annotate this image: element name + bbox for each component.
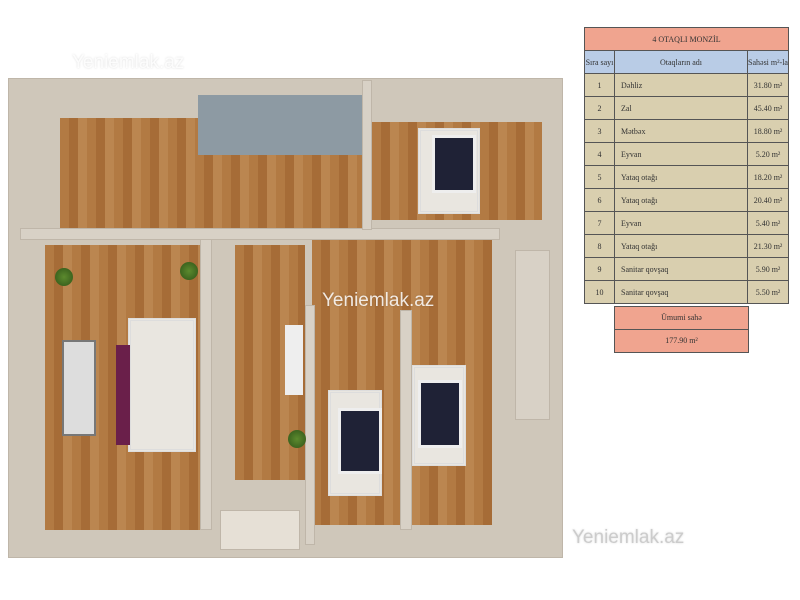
sofa [116,345,130,445]
room-name: Sanitar qovşaq [614,257,748,281]
wall [20,228,500,240]
room-area: 5.40 m² [747,211,789,235]
room-area: 18.80 m² [747,119,789,143]
bed [418,380,462,448]
table-title: 4 OTAQLI MONZİL [584,27,789,51]
room-area: 5.90 m² [747,257,789,281]
room-name: Yataq otağı [614,234,748,258]
room-area: 31.80 m² [747,73,789,97]
row-number: 2 [584,96,615,120]
room-name: Mətbəx [614,119,748,143]
kitchen-table [285,325,303,395]
balcony [515,250,550,420]
room-name: Sanitar qovşaq [614,280,748,304]
wall [200,230,212,530]
plant-icon [55,268,73,286]
row-number: 10 [584,280,615,304]
header-area: Sahəsi m²-la [747,50,789,74]
row-number: 6 [584,188,615,212]
total-label: Ümumi sahə [614,306,749,330]
dining-table [62,340,96,436]
total-value: 177.90 m² [614,329,749,353]
room-name: Eyvan [614,142,748,166]
room-name: Dəhliz [614,73,748,97]
row-number: 4 [584,142,615,166]
room-area: 20.40 m² [747,188,789,212]
wall [305,305,315,545]
room-name: Eyvan [614,211,748,235]
row-number: 9 [584,257,615,281]
plant-icon [180,262,198,280]
row-number: 5 [584,165,615,189]
room-area: 21.30 m² [747,234,789,258]
watermark: Yeniemlak.az [72,52,185,73]
wall [362,80,372,230]
row-number: 7 [584,211,615,235]
room-area: 5.20 m² [747,142,789,166]
bed [432,135,476,193]
row-number: 3 [584,119,615,143]
room-name: Zal [614,96,748,120]
header-number: Sıra sayı [584,50,615,74]
balcony [220,510,300,550]
room-area: 18.20 m² [747,165,789,189]
room-name: Yataq otağı [614,188,748,212]
rug [128,318,196,452]
wall [400,310,412,530]
plant-icon [288,430,306,448]
watermark: Yeniemlak.az [322,290,435,311]
room-area-table: 4 OTAQLI MONZİL Sıra sayı Otaqların adı … [584,27,789,304]
room-bathrooms [198,95,363,155]
room-name: Yataq otağı [614,165,748,189]
room-area: 5.50 m² [747,280,789,304]
room-area: 45.40 m² [747,96,789,120]
watermark: Yeniemlak.az [572,527,685,548]
row-number: 1 [584,73,615,97]
header-room: Otaqların adı [614,50,748,74]
row-number: 8 [584,234,615,258]
bed [338,408,382,474]
